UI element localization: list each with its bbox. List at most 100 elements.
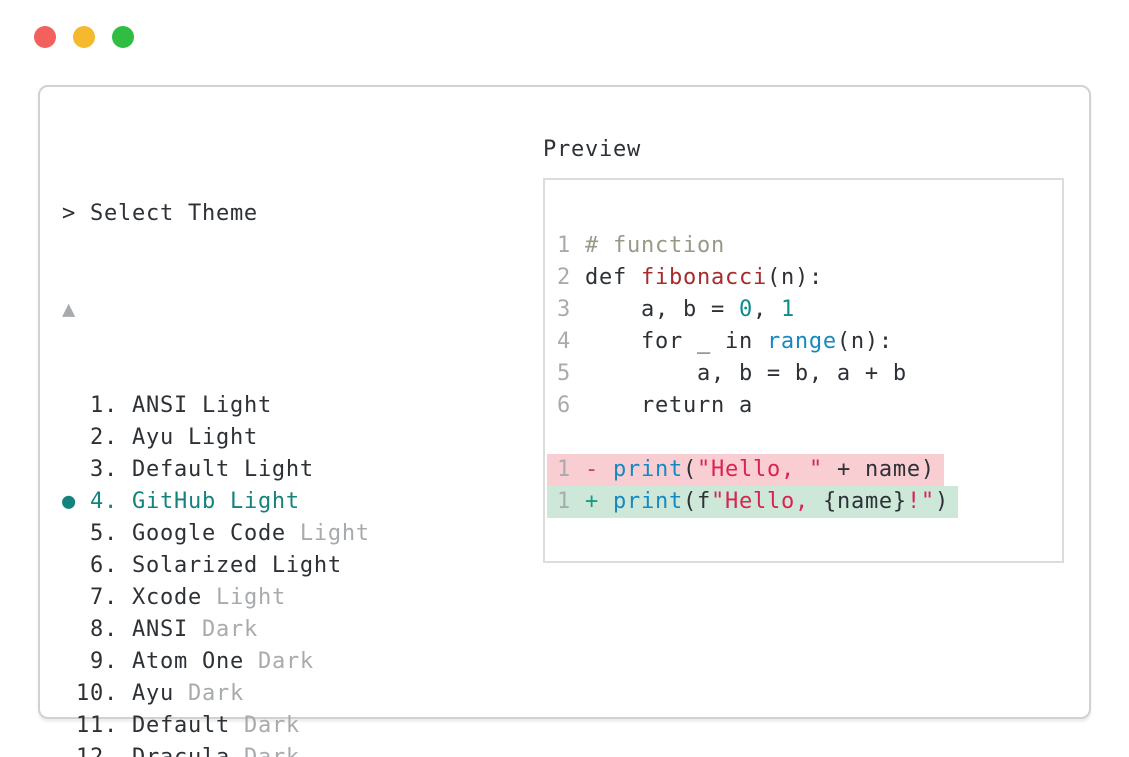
- line-number: 4: [557, 329, 585, 354]
- theme-item-7[interactable]: 7. Xcode Light: [62, 582, 888, 614]
- marker-space: [62, 617, 76, 642]
- code-token: range: [766, 329, 837, 354]
- code-token: a, b = b, a + b: [585, 361, 907, 386]
- theme-name: ANSI: [131, 617, 188, 642]
- diff-highlight: 1 - print("Hello, " + name): [547, 454, 944, 486]
- scroll-up-icon[interactable]: ▲: [62, 297, 76, 322]
- marker-space: [62, 713, 76, 738]
- marker-space: [62, 745, 76, 757]
- theme-number: 3.: [76, 457, 132, 482]
- diff-highlight: 1 + print(f"Hello, {name}!"): [547, 486, 958, 518]
- theme-item-8[interactable]: 8. ANSI Dark: [62, 614, 888, 646]
- theme-name-variant: Dark: [229, 713, 300, 738]
- code-line: 4 for _ in range(n):: [557, 326, 1062, 358]
- theme-number: 7.: [76, 585, 132, 610]
- window-controls: [34, 26, 134, 48]
- diff-plus-sign: +: [585, 489, 613, 514]
- marker-space: [62, 521, 76, 546]
- theme-name: Xcode: [131, 585, 202, 610]
- close-window-button[interactable]: [34, 26, 56, 48]
- marker-space: [62, 425, 76, 450]
- theme-name-variant: Light: [285, 521, 370, 546]
- preview-title: Preview: [543, 137, 641, 162]
- code-token: !": [906, 489, 935, 514]
- theme-item-4[interactable]: ● 4. GitHub Light: [62, 486, 888, 518]
- code-token: # function: [585, 233, 725, 258]
- diff-removed-line: 1 - print("Hello, " + name): [547, 454, 1062, 486]
- theme-item-3[interactable]: 3. Default Light: [62, 454, 888, 486]
- theme-number: 4.: [76, 489, 132, 514]
- marker-space: [62, 649, 76, 674]
- theme-number: 5.: [76, 521, 132, 546]
- marker-space: [62, 585, 76, 610]
- code-token: def: [585, 265, 641, 290]
- code-token: 1: [780, 297, 795, 322]
- code-token: print: [613, 489, 683, 514]
- theme-item-2[interactable]: 2. Ayu Light: [62, 422, 888, 454]
- theme-number: 10.: [76, 681, 132, 706]
- line-number: 1: [557, 489, 585, 514]
- theme-selector-column: > Select Theme ▲ 1. ANSI Light 2. Ayu Li…: [62, 134, 888, 757]
- code-line: 5 a, b = b, a + b: [557, 358, 1062, 390]
- selected-bullet-icon: ●: [62, 489, 76, 514]
- theme-name: Default Light: [131, 457, 314, 482]
- code-line: 2 def fibonacci(n):: [557, 262, 1062, 294]
- theme-name: Default: [131, 713, 230, 738]
- code-token: 0: [738, 297, 753, 322]
- theme-name: Atom One: [131, 649, 244, 674]
- code-line: 3 a, b = 0, 1: [557, 294, 1062, 326]
- code-token: "Hello,: [710, 489, 823, 514]
- theme-name-variant: Light: [201, 585, 286, 610]
- code-token: ): [934, 489, 949, 514]
- code-token: "Hello, ": [696, 457, 823, 482]
- panel-title: > Select Theme: [62, 201, 258, 226]
- minimize-window-button[interactable]: [73, 26, 95, 48]
- diff-minus-sign: -: [585, 457, 613, 482]
- theme-item-11[interactable]: 11. Default Dark: [62, 710, 888, 742]
- code-token: print: [613, 457, 683, 482]
- zoom-window-button[interactable]: [112, 26, 134, 48]
- line-number: 1: [557, 233, 585, 258]
- code-token: (n):: [836, 329, 893, 354]
- theme-item-10[interactable]: 10. Ayu Dark: [62, 678, 888, 710]
- code-token: (: [682, 457, 697, 482]
- code-token: (n):: [766, 265, 823, 290]
- theme-item-12[interactable]: 12. Dracula Dark: [62, 742, 888, 757]
- marker-space: [62, 553, 76, 578]
- code-token: a, b =: [585, 297, 739, 322]
- theme-number: 12.: [76, 745, 132, 757]
- theme-number: 8.: [76, 617, 132, 642]
- theme-name: Dracula: [132, 745, 230, 757]
- line-number: 3: [557, 297, 585, 322]
- theme-item-9[interactable]: 9. Atom One Dark: [62, 646, 888, 678]
- theme-list: 1. ANSI Light 2. Ayu Light 3. Default Li…: [62, 390, 888, 757]
- theme-name: Google Code: [131, 521, 286, 546]
- theme-picker-panel: > Select Theme ▲ 1. ANSI Light 2. Ayu Li…: [38, 85, 1091, 757]
- line-number: 1: [557, 457, 585, 482]
- theme-number: 2.: [76, 425, 132, 450]
- theme-number: 1.: [76, 393, 132, 418]
- theme-name-variant: Dark: [187, 617, 258, 642]
- code-token: return a: [585, 393, 753, 418]
- theme-number: 11.: [76, 713, 132, 738]
- theme-name: Solarized Light: [131, 553, 342, 578]
- theme-item-6[interactable]: 6. Solarized Light: [62, 550, 888, 582]
- line-number: 5: [557, 361, 585, 386]
- code-blank-line: [557, 422, 1062, 454]
- theme-name: ANSI Light: [131, 393, 272, 418]
- diff-added-line: 1 + print(f"Hello, {name}!"): [547, 486, 1062, 518]
- line-number: 6: [557, 393, 585, 418]
- theme-name-variant: Dark: [230, 745, 300, 757]
- theme-name: Ayu: [131, 681, 174, 706]
- theme-item-5[interactable]: 5. Google Code Light: [62, 518, 888, 550]
- theme-number: 9.: [76, 649, 132, 674]
- theme-name: GitHub Light: [131, 489, 300, 514]
- code-token: + name): [822, 457, 935, 482]
- marker-space: [62, 393, 76, 418]
- marker-space: [62, 681, 76, 706]
- code-line: 6 return a: [557, 390, 1062, 422]
- theme-item-1[interactable]: 1. ANSI Light: [62, 390, 888, 422]
